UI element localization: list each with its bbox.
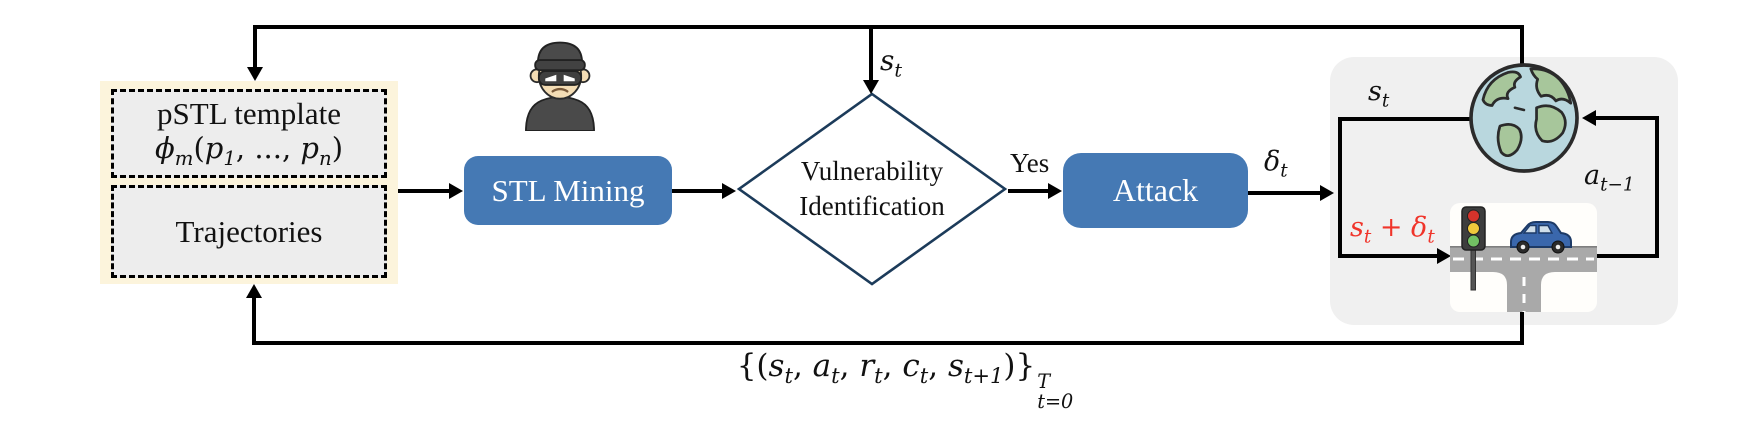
traffic-scene — [1450, 203, 1597, 312]
decision-text: Vulnerability Identification — [736, 154, 1008, 224]
yes-label: Yes — [1010, 148, 1050, 178]
delta-label: δt — [1264, 146, 1288, 182]
stl-mining-node: STL Mining — [464, 156, 672, 225]
trajectories-label: Trajectories — [175, 213, 323, 249]
action-loop-bottom-line — [1597, 254, 1659, 258]
decision-to-attack-line — [1008, 189, 1049, 193]
arrowhead-into-env — [1320, 185, 1334, 201]
action-label: at−1 — [1584, 160, 1635, 196]
action-loop-top-line — [1596, 116, 1659, 120]
top-loop-line — [253, 25, 1524, 29]
inputs-to-mining-line — [398, 189, 450, 193]
env-bracket-line — [1338, 117, 1342, 258]
top-left-drop-line — [253, 25, 257, 68]
bottom-right-drop-line — [1520, 312, 1524, 345]
decision-diamond — [736, 91, 1008, 287]
mining-to-decision-line — [672, 189, 723, 193]
state-to-globe-line — [1338, 117, 1470, 121]
arrowhead-into-globe — [1582, 110, 1596, 126]
arrowhead-into-mining — [449, 183, 463, 199]
arrowhead-into-decision-left — [722, 183, 736, 199]
attack-to-env-line — [1248, 191, 1321, 195]
decision-line1: Vulnerability — [800, 156, 944, 186]
state-drop-line — [869, 25, 873, 81]
arrowhead-into-template — [247, 67, 263, 81]
perturbed-state-line — [1338, 254, 1438, 258]
arrowhead-into-trajectories — [246, 284, 262, 298]
arrowhead-into-decision — [863, 80, 879, 94]
bottom-loop-line — [252, 341, 1524, 345]
attack-label: Attack — [1112, 172, 1199, 208]
arrowhead-into-attack — [1048, 183, 1062, 199]
pstl-template-box: pSTL template ϕm(p1, ..., pn) — [111, 89, 387, 178]
bottom-left-rise-line — [252, 297, 256, 345]
action-loop-vertical-line — [1655, 116, 1659, 258]
state-label-top: st — [880, 44, 903, 82]
globe-icon — [1467, 61, 1581, 175]
decision-line2: Identification — [799, 191, 945, 222]
car-icon — [1510, 221, 1572, 254]
pstl-template-title: pSTL template — [157, 96, 341, 132]
attack-node: Attack — [1063, 153, 1248, 228]
arrowhead-into-traffic — [1437, 248, 1451, 264]
burglar-icon — [514, 37, 606, 131]
perturbed-state-label: st + δt — [1350, 212, 1435, 248]
trajectories-box: Trajectories — [111, 185, 387, 278]
stl-mining-label: STL Mining — [491, 172, 645, 208]
state-label-env: st — [1368, 76, 1390, 112]
pstl-formula: ϕm(p1, ..., pn) — [154, 131, 344, 170]
globe-top-line — [1520, 25, 1524, 67]
